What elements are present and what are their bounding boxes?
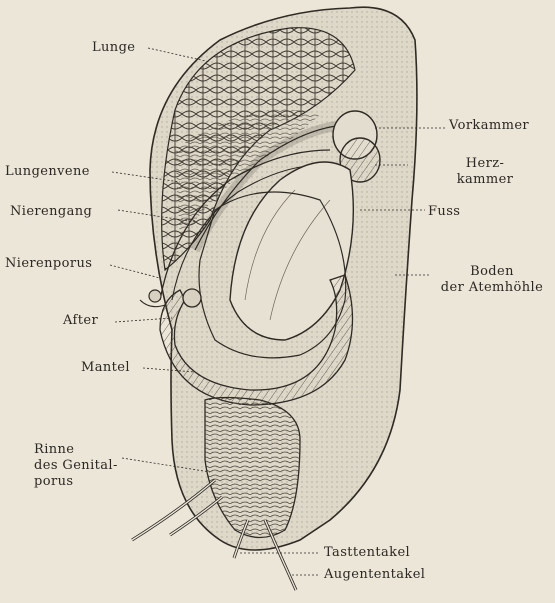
label-mantel: Mantel (81, 360, 130, 376)
label-herzkammer-line2: kammer (452, 172, 518, 188)
label-vorkammer: Vorkammer (449, 118, 529, 134)
label-fuss: Fuss (428, 204, 460, 220)
label-nierenporus: Nierenporus (5, 256, 92, 272)
label-rinne-line1: Rinne (34, 442, 124, 458)
label-rinne-line2: des Genital- (34, 458, 124, 474)
label-rinne-line3: porus (34, 474, 124, 490)
label-lungenvene: Lungenvene (5, 164, 90, 180)
label-rinne-genitalporus: Rinne des Genital- porus (34, 442, 124, 490)
anus (183, 289, 201, 307)
label-after: After (63, 313, 98, 329)
renal-pore (149, 290, 161, 302)
label-herzkammer: Herz- kammer (452, 156, 518, 188)
label-boden-line1: Boden (429, 264, 555, 280)
label-boden-line2: der Atemhöhle (429, 280, 555, 296)
label-boden-atemhoehle: Boden der Atemhöhle (429, 264, 555, 296)
label-augententakel: Augententakel (324, 567, 425, 583)
label-lunge: Lunge (92, 40, 135, 56)
label-nierengang: Nierengang (10, 204, 92, 220)
label-herzkammer-line1: Herz- (452, 156, 518, 172)
label-tasttentakel: Tasttentakel (324, 545, 410, 561)
